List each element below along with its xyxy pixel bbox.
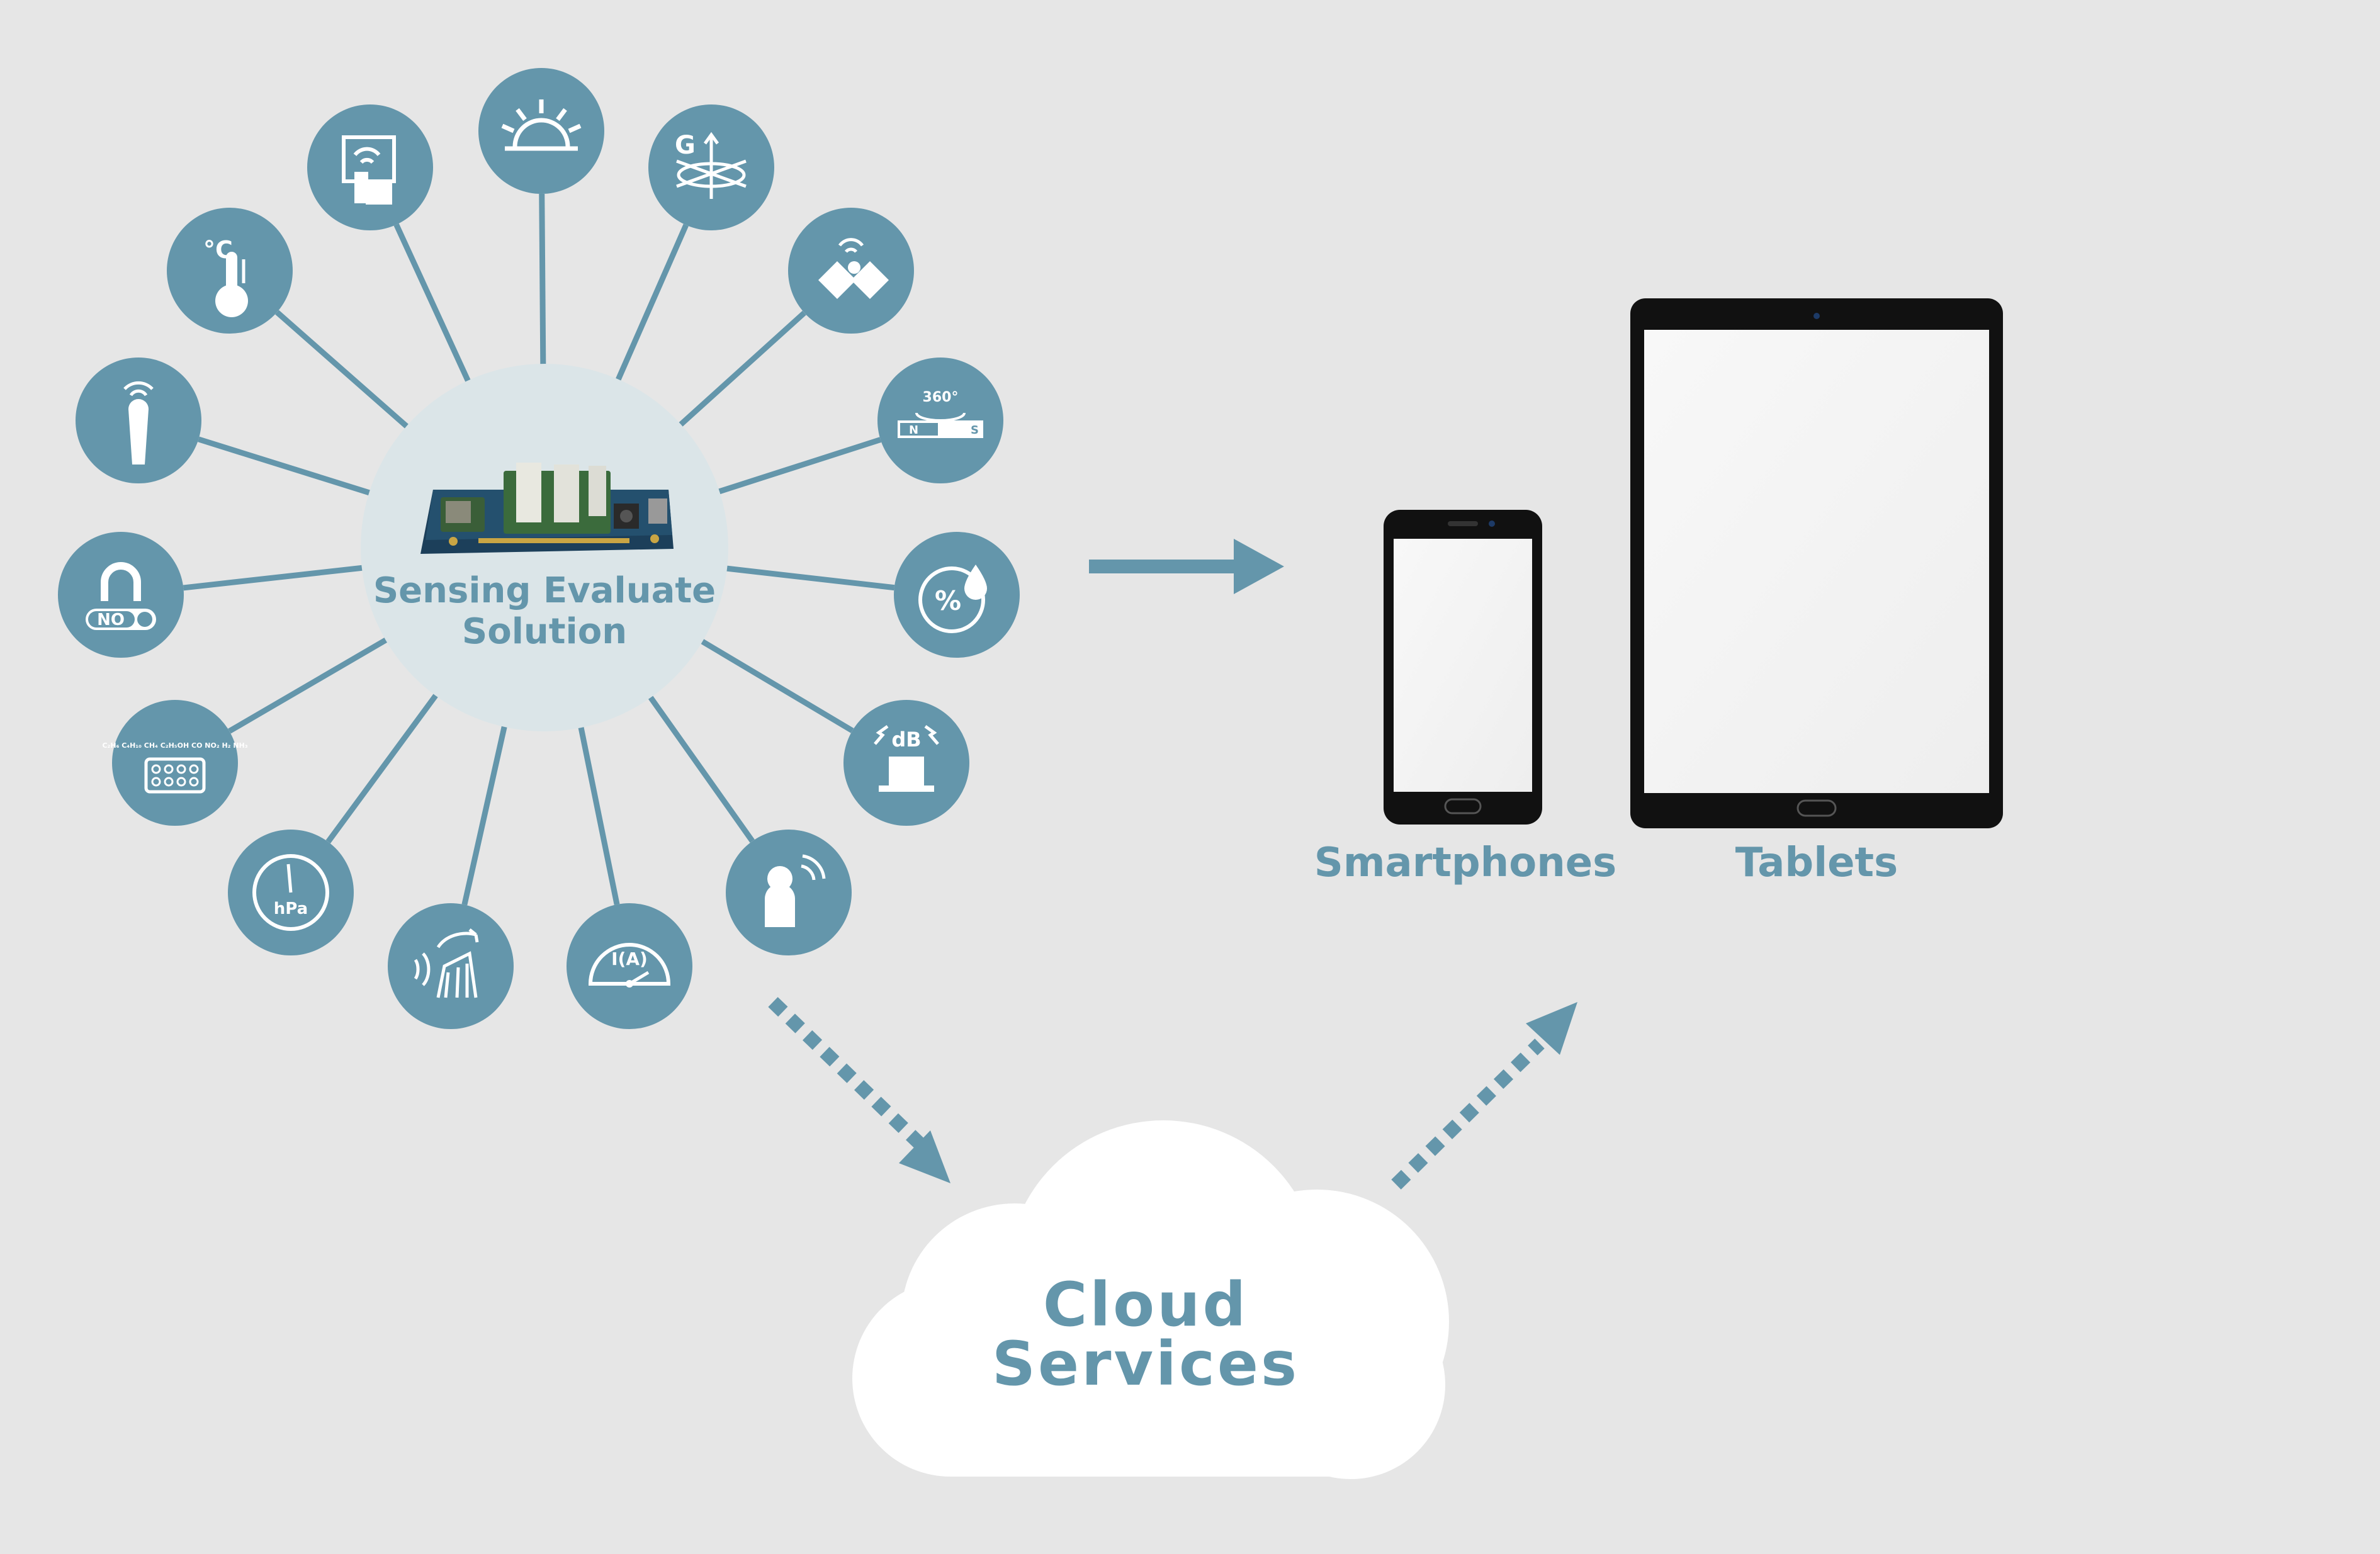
accelerometer-gyro-node: G	[648, 104, 774, 230]
temperature-sensor-icon: °C	[203, 236, 248, 317]
connector-line	[714, 564, 895, 591]
cloud-services: Cloud Services	[852, 1120, 1449, 1479]
hub-title-line1: Sensing Evaluate	[373, 570, 716, 611]
connector-line	[228, 631, 398, 734]
temperature-sensor-node: °C	[167, 208, 293, 334]
svg-text:dB: dB	[891, 728, 921, 752]
magnetic-sensor-icon: 360° N S	[898, 390, 983, 438]
smartphone-home-button	[1444, 798, 1482, 814]
connector-line	[461, 714, 510, 906]
cloud-title-line1: Cloud	[1043, 1270, 1248, 1340]
illuminance-sensor-icon	[501, 99, 582, 151]
accelerometer-gyro-icon: G	[675, 131, 747, 199]
hub-title-line2: Solution	[462, 611, 627, 652]
smartphones-label: Smartphones	[1314, 840, 1617, 886]
connector-line	[690, 633, 854, 733]
touch-panel-sensor-node	[307, 104, 433, 230]
flow-sensor-icon	[414, 928, 479, 998]
sensor-board-image	[420, 463, 674, 554]
proximity-sensor-icon	[818, 238, 889, 299]
svg-text:hPa: hPa	[274, 899, 308, 918]
current-sensor-node: I(A)	[567, 903, 692, 1029]
connector-line	[575, 714, 620, 905]
connector-line	[198, 436, 382, 500]
current-sensor-icon: I(A)	[588, 943, 671, 988]
dotted-arrow-to-cloud	[768, 997, 950, 1183]
svg-text:C₂H₆ C₄H₁₀ CH₄ C₂H₅OH CO NO₂ H: C₂H₆ C₄H₁₀ CH₄ C₂H₅OH CO NO₂ H₂ NH₃	[102, 741, 247, 750]
gas-sensor-node: C₂H₆ C₄H₁₀ CH₄ C₂H₅OH CO NO₂ H₂ NH₃	[102, 700, 248, 826]
flow-sensor-node	[388, 903, 514, 1029]
gas-sensor-icon: C₂H₆ C₄H₁₀ CH₄ C₂H₅OH CO NO₂ H₂ NH₃	[102, 741, 248, 794]
tablet	[1630, 298, 2003, 828]
connector-line	[611, 223, 689, 392]
tablet-screen	[1644, 330, 1989, 793]
sound-level-sensor-node: dB	[843, 700, 969, 826]
connector-line	[539, 193, 546, 377]
svg-text:I(A): I(A)	[611, 949, 648, 969]
magnetic-sensor-node: 360° N S	[877, 358, 1003, 483]
proximity-sensor-node	[788, 208, 914, 334]
svg-text:NO: NO	[97, 611, 125, 629]
cloud-title-line2: Services	[992, 1329, 1299, 1399]
svg-text:%: %	[935, 585, 961, 616]
touch-panel-sensor-icon	[342, 135, 396, 205]
human-presence-sensor-node	[726, 830, 852, 955]
arrow-to-devices	[1089, 539, 1284, 594]
pressure-sensor-icon: hPa	[252, 854, 329, 931]
hub: Sensing Evaluate Solution	[361, 364, 728, 731]
connector-line	[275, 310, 418, 437]
tablet-home-button	[1796, 799, 1837, 817]
tablets-label: Tablets	[1735, 840, 1898, 886]
connector-line	[183, 563, 375, 591]
cloud-shape	[852, 1120, 1449, 1479]
connector-line	[706, 437, 882, 498]
smartphone-screen	[1394, 539, 1532, 792]
humidity-sensor-node: %	[894, 532, 1020, 658]
connector-line	[325, 684, 446, 844]
connector-line	[393, 223, 476, 393]
remote-control-sensor-node	[76, 358, 201, 483]
hall-switch-sensor-node: NO	[58, 532, 184, 658]
dotted-arrow-from-cloud	[1391, 1002, 1577, 1190]
humidity-sensor-icon: %	[918, 565, 987, 633]
svg-text:360°: 360°	[923, 390, 959, 405]
pressure-sensor-node: hPa	[228, 830, 354, 955]
hall-switch-sensor-icon: NO	[86, 562, 156, 630]
connector-line	[641, 685, 755, 843]
svg-text:G: G	[675, 131, 696, 160]
smartphone	[1384, 510, 1542, 825]
sensor-nodes: °C	[58, 68, 1020, 1029]
remote-control-sensor-icon	[123, 381, 154, 465]
sound-level-sensor-icon: dB	[874, 724, 939, 792]
hub-connector-lines	[183, 193, 895, 906]
illuminance-sensor-node	[478, 68, 604, 194]
human-presence-sensor-icon	[765, 854, 826, 927]
svg-text:S: S	[971, 424, 979, 437]
connector-line	[669, 310, 806, 435]
svg-text:N: N	[909, 424, 918, 437]
